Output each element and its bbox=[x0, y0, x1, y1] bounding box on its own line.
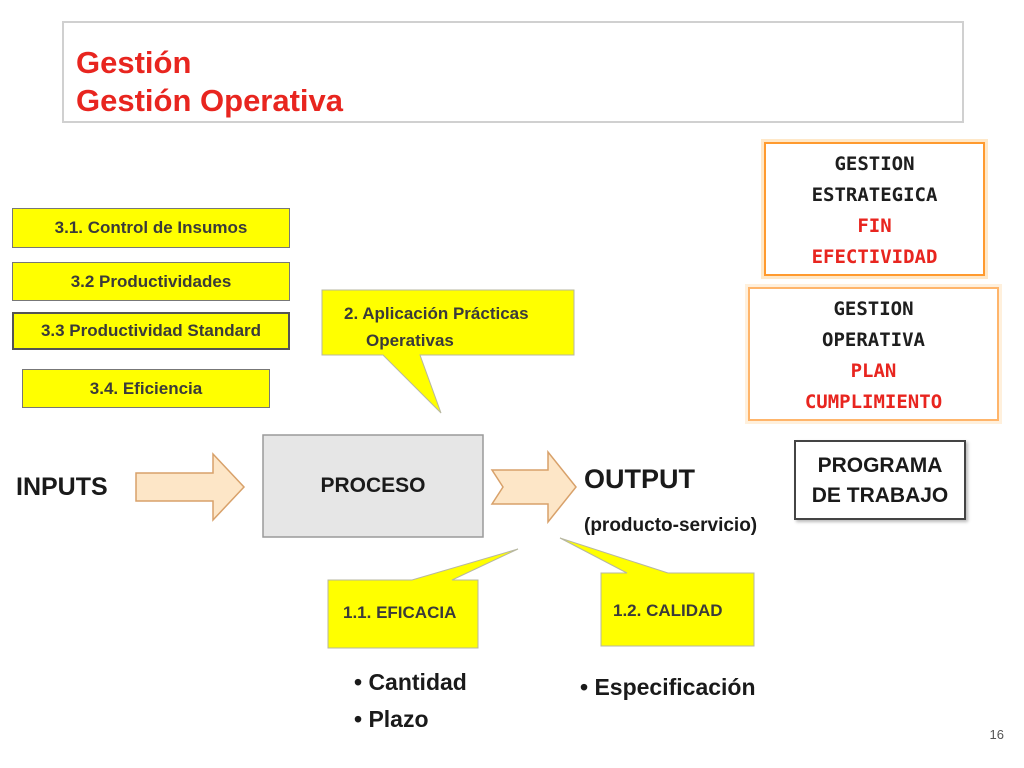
bullet-plazo: • Plazo bbox=[354, 706, 429, 732]
slide-title: Gestión bbox=[76, 45, 192, 80]
callout-eficacia-shape bbox=[327, 548, 519, 649]
gestion-operativa-box: GESTION OPERATIVA PLAN CUMPLIMIENTO bbox=[748, 287, 999, 421]
bullet-cantidad: • Cantidad bbox=[354, 669, 467, 695]
output-label: OUTPUT bbox=[584, 464, 695, 494]
gestion-operativa-line1: GESTION bbox=[833, 298, 914, 320]
callout-calidad-shape bbox=[559, 537, 755, 647]
output-arrow bbox=[490, 449, 577, 525]
gestion-estrategica-line4: EFECTIVIDAD bbox=[811, 246, 938, 268]
gestion-estrategica-box: GESTION ESTRATEGICA FIN EFECTIVIDAD bbox=[764, 142, 985, 276]
output-sub-label: (producto-servicio) bbox=[584, 515, 758, 536]
proceso-label: PROCESO bbox=[320, 474, 426, 497]
title-box: Gestión Gestión Operativa bbox=[62, 21, 964, 123]
callout-aplicacion-shape bbox=[321, 289, 575, 414]
gestion-estrategica-line2: ESTRATEGICA bbox=[811, 184, 938, 206]
page-number: 16 bbox=[989, 727, 1004, 742]
inputs-arrow bbox=[135, 452, 246, 522]
callout-aplicacion-line1: 2. Aplicación Prácticas bbox=[344, 304, 529, 323]
gestion-operativa-line2: OPERATIVA bbox=[822, 329, 925, 351]
programa-trabajo-box: PROGRAMA DE TRABAJO bbox=[794, 440, 966, 520]
slide-subtitle: Gestión Operativa bbox=[76, 83, 344, 118]
box-productividades: 3.2 Productividades bbox=[12, 262, 290, 301]
callout-calidad-label: 1.2. CALIDAD bbox=[613, 601, 723, 620]
callout-aplicacion-line2: Operativas bbox=[366, 331, 454, 350]
box-eficiencia: 3.4. Eficiencia bbox=[22, 369, 270, 408]
box-control-insumos: 3.1. Control de Insumos bbox=[12, 208, 290, 248]
bullet-especificacion: • Especificación bbox=[580, 674, 756, 700]
gestion-operativa-line4: CUMPLIMIENTO bbox=[804, 391, 943, 413]
box-productividad-standard: 3.3 Productividad Standard bbox=[12, 312, 290, 350]
programa-line1: PROGRAMA bbox=[817, 454, 943, 477]
inputs-label: INPUTS bbox=[16, 473, 108, 501]
programa-line2: DE TRABAJO bbox=[811, 484, 949, 507]
gestion-estrategica-line3: FIN bbox=[857, 215, 892, 237]
gestion-estrategica-line1: GESTION bbox=[834, 153, 915, 175]
gestion-operativa-line3: PLAN bbox=[850, 360, 897, 382]
proceso-box bbox=[262, 434, 484, 538]
callout-eficacia-label: 1.1. EFICACIA bbox=[343, 603, 457, 622]
